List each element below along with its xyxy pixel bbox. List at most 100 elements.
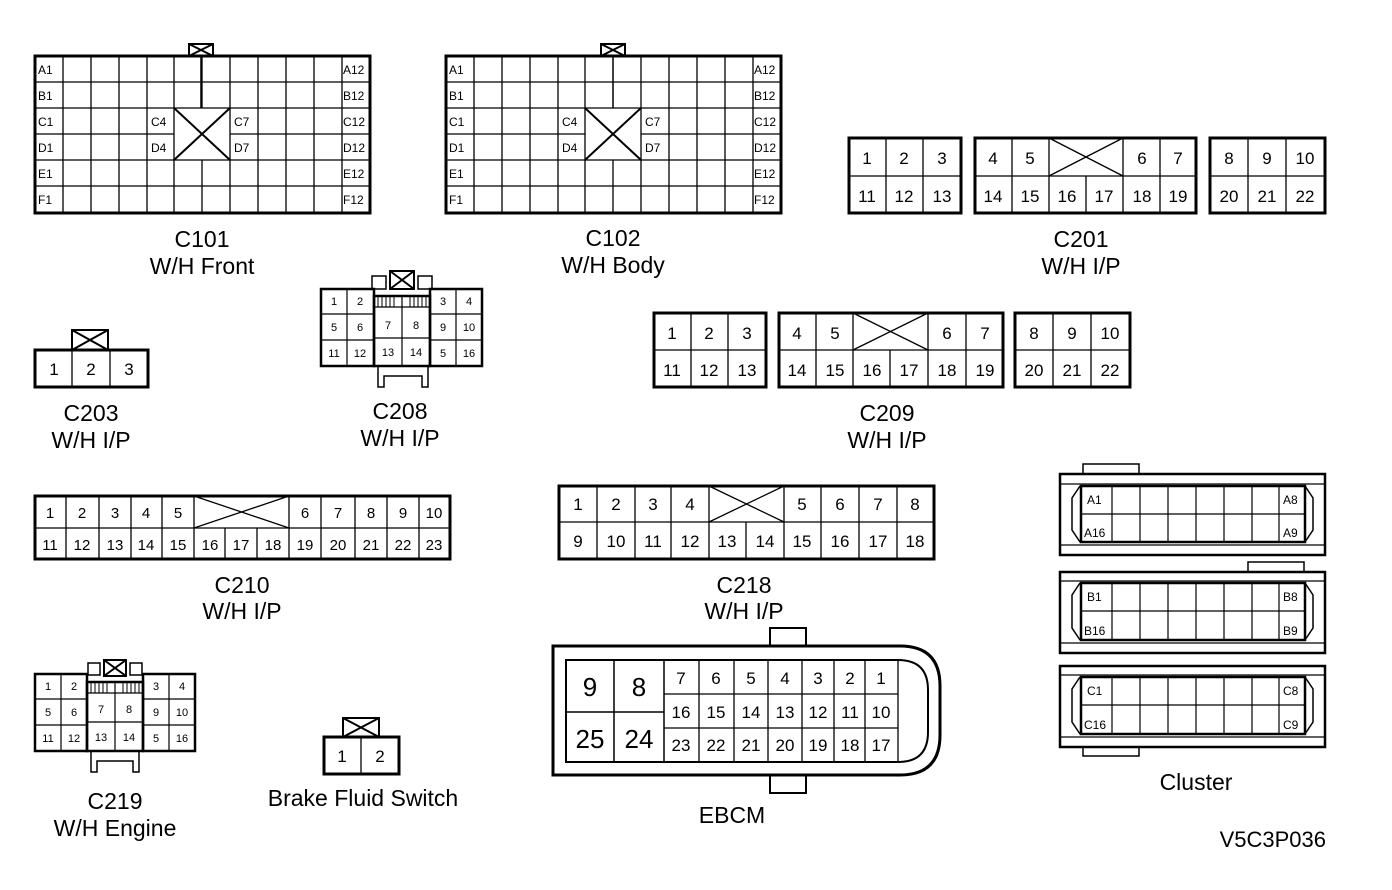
connector-name: W/H I/P [704, 598, 783, 624]
pin-label: 12 [681, 532, 700, 551]
pin-label: 17 [233, 537, 250, 554]
pin-label: 12 [700, 361, 719, 380]
pin-label: 20 [1025, 361, 1044, 380]
pin-label: 12 [895, 187, 914, 206]
pin-label: 23 [426, 537, 443, 554]
pin-label: 2 [704, 324, 713, 343]
pin-label: 6 [711, 669, 720, 688]
pin-label: 6 [942, 324, 951, 343]
pin-label: D7 [645, 141, 661, 155]
pin-label: 1 [337, 747, 346, 766]
connector-name: Cluster [1160, 769, 1233, 795]
pin-label: 4 [780, 669, 789, 688]
pin-label: 7 [1173, 149, 1182, 168]
pin-label: 20 [330, 537, 347, 554]
connector-code: C102 [586, 225, 641, 251]
pin-label: 14 [123, 732, 135, 744]
connector-brake-fluid-switch [322, 717, 401, 776]
pin-label: 2 [375, 747, 384, 766]
pin-label: D12 [754, 141, 776, 155]
connector-code: C101 [175, 226, 230, 252]
pin-label: 9 [1067, 324, 1076, 343]
pin-label: 6 [357, 322, 363, 334]
pin-label: 13 [382, 347, 394, 359]
pin-label: A12 [754, 63, 776, 77]
pin-label: 5 [174, 505, 182, 522]
pin-label: 17 [1095, 187, 1114, 206]
connector-code: C218 [717, 572, 772, 598]
pin-label: F1 [38, 193, 52, 207]
pin-label: 2 [845, 669, 854, 688]
connector-c208 [319, 270, 484, 388]
pin-label: 18 [906, 532, 925, 551]
pin-label: 11 [42, 537, 58, 554]
pin-label: F1 [449, 193, 463, 207]
pin-label: 6 [1137, 149, 1146, 168]
pin-label: 14 [410, 347, 422, 359]
connector-code: C209 [860, 400, 915, 426]
pin-label: A1 [1087, 493, 1102, 507]
pin-label: 19 [809, 736, 828, 755]
pin-label: 1 [45, 681, 51, 693]
pin-label: 7 [676, 669, 685, 688]
pin-label: 19 [1169, 187, 1188, 206]
pin-label: A12 [343, 63, 365, 77]
pin-label: 15 [793, 532, 812, 551]
connector-cluster [1058, 463, 1327, 757]
pin-label: 3 [937, 149, 946, 168]
pin-label: 2 [78, 505, 86, 522]
pin-label: 12 [74, 537, 91, 554]
pin-label: 13 [776, 703, 795, 722]
pin-label: 4 [792, 324, 801, 343]
pin-label: 22 [1296, 187, 1315, 206]
pin-label: 1 [876, 669, 885, 688]
pin-label: F12 [343, 193, 364, 207]
pin-label: D1 [38, 141, 54, 155]
pin-label: 11 [42, 733, 53, 745]
pin-label: 9 [1262, 149, 1271, 168]
pin-label: 24 [625, 724, 654, 754]
pin-label: 12 [354, 348, 366, 360]
pin-label: 1 [573, 495, 582, 514]
pin-label: 7 [980, 324, 989, 343]
pin-label: C7 [645, 115, 661, 129]
pin-label: 13 [738, 361, 757, 380]
connector-code: C210 [215, 572, 270, 598]
pin-label: 2 [899, 149, 908, 168]
pin-label: 1 [667, 324, 676, 343]
pin-label: 1 [49, 360, 58, 379]
cluster-section-a [1058, 463, 1327, 557]
pin-label: 19 [976, 361, 995, 380]
pin-label: 17 [869, 532, 888, 551]
pin-label: 10 [607, 532, 626, 551]
pin-label: C7 [234, 115, 250, 129]
connector-c210 [33, 494, 452, 561]
pin-label: C9 [1283, 718, 1299, 732]
pin-label: 10 [1101, 324, 1120, 343]
pin-label: B1 [449, 89, 464, 103]
pin-label: D4 [151, 141, 167, 155]
pin-label: 10 [872, 703, 891, 722]
connector-name: Brake Fluid Switch [268, 785, 458, 811]
pin-label: 23 [672, 736, 691, 755]
pin-label: 3 [648, 495, 657, 514]
connector-c102 [444, 43, 783, 215]
pin-label: C12 [343, 115, 365, 129]
pin-label: 16 [863, 361, 882, 380]
pin-label: 3 [742, 324, 751, 343]
pin-label: 1 [862, 149, 871, 168]
pin-label: 9 [573, 532, 582, 551]
pin-label: E12 [754, 167, 776, 181]
pin-label: 8 [910, 495, 919, 514]
pin-label: 11 [858, 187, 876, 206]
pin-label: E1 [38, 167, 53, 181]
pin-label: 7 [334, 505, 342, 522]
pin-label: E1 [449, 167, 464, 181]
pin-label: 5 [440, 348, 446, 360]
pin-label: 14 [756, 532, 775, 551]
pin-label: E12 [343, 167, 365, 181]
pin-label: 10 [176, 707, 188, 719]
pin-label: 15 [707, 703, 726, 722]
pin-label: B1 [38, 89, 53, 103]
